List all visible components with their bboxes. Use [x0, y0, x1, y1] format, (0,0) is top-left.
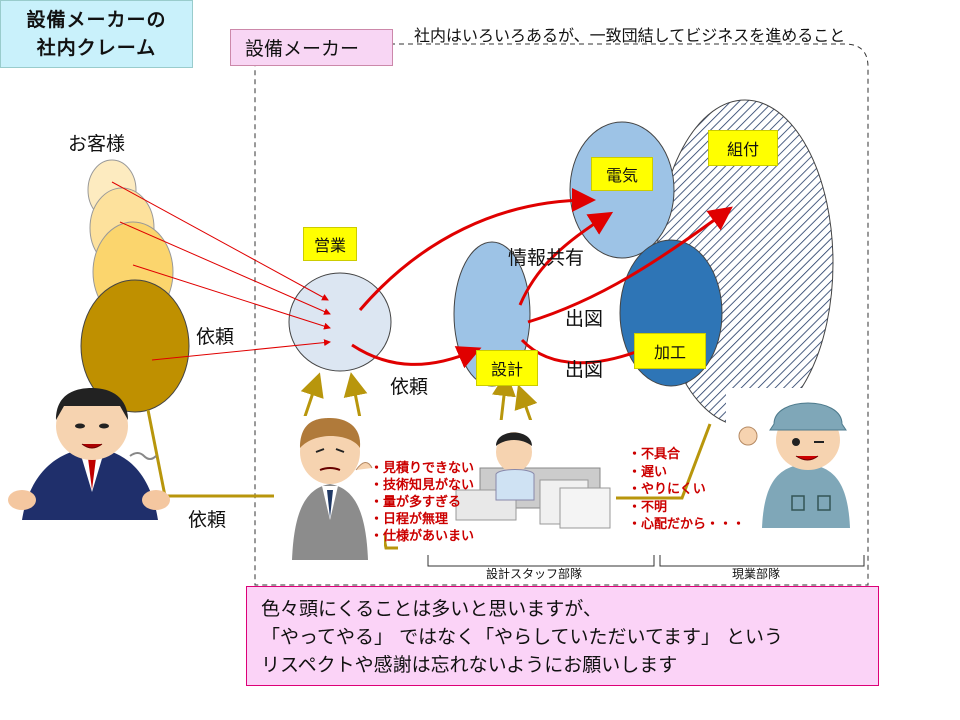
drawing-label-1: 出図 [565, 308, 604, 330]
customer-person-illustration [8, 388, 170, 520]
machining-label: 加工 [634, 333, 706, 369]
maker-tag: 設備メーカー [230, 29, 393, 66]
floor-worker-illustration [726, 388, 862, 530]
sales-label: 営業 [303, 227, 357, 261]
request-label-customer: 依頼 [196, 326, 235, 348]
floor-issues-list: ・不具合 ・遅い ・やりにくい ・不明 ・心配だから・・・ [628, 446, 745, 534]
drawing-label-2: 出図 [565, 359, 604, 381]
design-to-assembly-arrow [527, 206, 733, 324]
customer-arrow-4 [151, 339, 331, 361]
sales-issue-item: ・見積りできない [370, 461, 475, 476]
sales-person-illustration [274, 416, 384, 564]
title-box: 設備メーカーの 社内クレーム [0, 0, 193, 68]
title-line-2: 社内クレーム [36, 37, 157, 59]
floor-issue-item: ・遅い [628, 464, 668, 480]
sales-to-design-arrow [351, 343, 482, 369]
sales-issue-item: ・量が多すぎる [370, 495, 462, 510]
sales-issue-item: ・技術知見がない [370, 478, 475, 493]
customer-ellipse-4 [80, 279, 190, 413]
sales-ellipse [288, 272, 392, 372]
sales-to-electrical-arrow [358, 188, 596, 311]
design-staff-illustration [444, 420, 616, 536]
sales-issue-item: ・仕様があいまい [370, 529, 475, 544]
title-line-1: 設備メーカーの [26, 9, 167, 31]
maker-boundary [254, 43, 869, 586]
electrical-label: 電気 [591, 157, 653, 191]
floor-issue-item: ・不明 [628, 499, 668, 515]
request-label-sales: 依頼 [390, 376, 429, 398]
floor-issue-item: ・不具合 [628, 447, 681, 462]
floor-issue-item: ・やりにくい [628, 482, 706, 497]
assembly-label: 組付 [708, 130, 778, 166]
customer-arrow-2 [119, 221, 331, 315]
floor-brace [659, 555, 865, 567]
request-label-bottom: 依頼 [188, 509, 227, 531]
info-share-label: 情報共有 [508, 247, 585, 269]
design-label: 設計 [476, 350, 538, 386]
sales-issues-list: ・見積りできない ・技術知見がない ・量が多すぎる ・日程が無理 ・仕様があいま… [370, 460, 474, 545]
customer-arrow-3 [132, 264, 331, 330]
message-line: リスペクトや感謝は忘れないようにお願いします [261, 654, 678, 676]
message-box: 色々頭にくることは多いと思いますが、 「やってやる」 ではなく「やらしていただい… [246, 586, 879, 686]
sales-issue-item: ・日程が無理 [370, 512, 449, 527]
message-line: 色々頭にくることは多いと思いますが、 [261, 598, 602, 620]
customer-arrow-1 [111, 181, 329, 301]
tagline: 社内はいろいろあるが、一致団結してビジネスを進めること [414, 26, 846, 45]
floor-group-label: 現業部隊 [732, 567, 781, 581]
customer-label: お客様 [68, 133, 126, 155]
floor-issue-item: ・心配だから・・・ [628, 517, 746, 532]
message-line: 「やってやる」 ではなく「やらしていただいてます」 という [261, 626, 784, 648]
design-staff-group-label: 設計スタッフ部隊 [486, 567, 583, 581]
design-to-electrical-arrow [518, 211, 614, 306]
design-staff-brace [427, 555, 655, 567]
